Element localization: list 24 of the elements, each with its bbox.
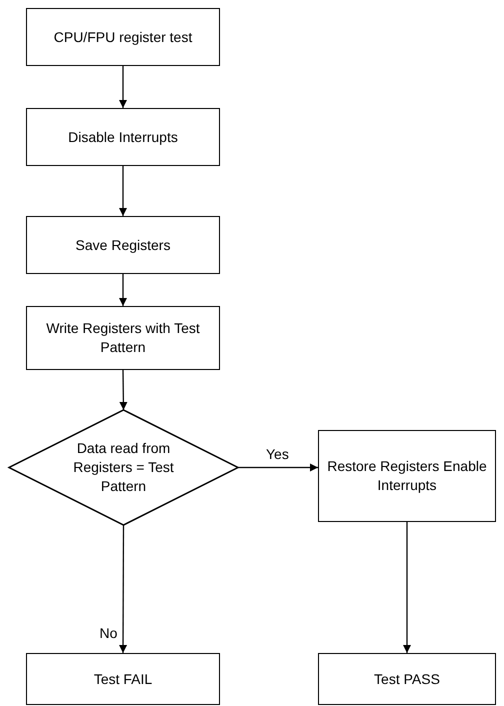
arrow <box>403 522 411 653</box>
node-text: CPU/FPU register test <box>54 28 192 46</box>
process-box <box>26 216 220 274</box>
process-box <box>318 653 496 705</box>
node-text: Data read from Registers = Test Pattern <box>72 439 175 496</box>
node-text: Test FAIL <box>94 670 152 688</box>
arrow <box>238 464 318 472</box>
node-text: Restore Registers Enable Interrupts <box>327 457 487 495</box>
node-text: Disable Interrupts <box>68 128 178 146</box>
arrow <box>119 166 127 216</box>
node-text: Test PASS <box>374 670 440 688</box>
arrow <box>119 370 128 410</box>
decision-diamond <box>9 410 238 525</box>
arrow <box>119 274 127 306</box>
process-box <box>26 108 220 166</box>
process-box <box>26 306 220 370</box>
process-box <box>26 8 220 66</box>
arrow <box>119 525 128 653</box>
node-text: Save Registers <box>76 236 170 254</box>
process-box <box>318 430 496 522</box>
edge-label: No <box>98 625 120 641</box>
node-text: Write Registers with Test Pattern <box>45 319 201 357</box>
arrow <box>119 66 127 108</box>
process-box <box>26 653 220 705</box>
